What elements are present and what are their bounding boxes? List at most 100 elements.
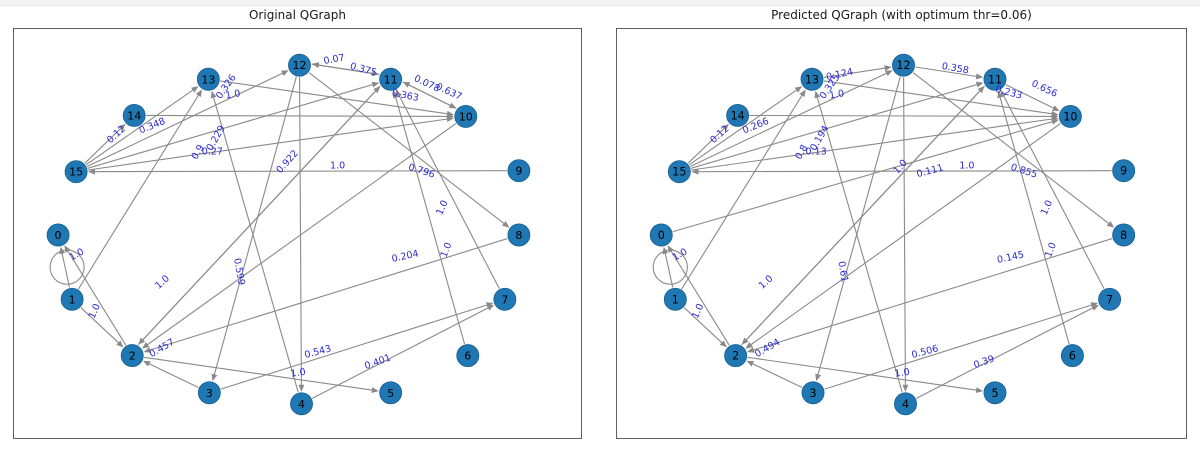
edge-7-11 [1000, 89, 1105, 289]
graph-node-label-3: 3 [206, 387, 213, 400]
graph-node-label-11: 11 [988, 73, 1002, 86]
self-loop-node-1 [652, 249, 688, 285]
edge-weight-label: 0.204 [391, 248, 420, 264]
edge-weight-label: 1.0 [757, 273, 776, 291]
edge-1-2 [683, 307, 727, 348]
edge-15-11 [690, 81, 984, 169]
graph-node-label-14: 14 [731, 109, 745, 122]
edge-weight-label: 1.0 [290, 367, 306, 380]
graph-node-6 [456, 344, 480, 368]
graph-node-label-12: 12 [896, 59, 910, 72]
graph-node-label-0: 0 [55, 229, 62, 242]
graph-node-15 [667, 160, 691, 184]
edge-3-2 [746, 360, 803, 389]
self-loop-node-1 [49, 249, 85, 285]
graph-node-label-13: 13 [201, 73, 215, 86]
edge-weight-label: 1.0 [1043, 241, 1059, 259]
graph-node-label-2: 2 [129, 350, 136, 363]
edge-15-13 [688, 86, 803, 166]
edge-weight-label: 1.0 [434, 199, 450, 217]
edge-15-13 [85, 86, 199, 166]
graph-node-label-7: 7 [501, 293, 508, 306]
graph-node-5 [379, 381, 403, 405]
edge-2-0 [64, 245, 127, 346]
edge-11-2 [741, 85, 985, 345]
edge-weight-label: 0.375 [349, 61, 378, 79]
graph-node-label-4: 4 [902, 398, 909, 411]
edge-weight-label: 0.457 [147, 337, 176, 360]
graph-node-11 [379, 67, 403, 91]
edge-weight-label: 0.363 [391, 88, 420, 104]
graph-node-6 [1060, 344, 1084, 368]
edge-3-7 [824, 302, 1099, 390]
graph-node-7 [1098, 287, 1122, 311]
edge-6-11 [997, 90, 1070, 345]
edge-10-2 [141, 122, 457, 349]
edge-10-11 [402, 81, 457, 109]
graph-node-15 [64, 160, 88, 184]
edge-weight-label: 1.0 [153, 273, 172, 291]
edge-2-5 [144, 356, 379, 394]
edge-4-7 [311, 304, 495, 399]
edge-weight-label: 0.12 [105, 123, 128, 145]
edge-2-0 [667, 245, 730, 346]
edge-2-5 [747, 356, 984, 394]
edge-15-12 [86, 70, 289, 168]
window-top-strip [0, 0, 1200, 6]
edge-weight-label: 1.0 [225, 88, 242, 101]
edge-9-15 [691, 168, 1112, 175]
edge-weight-label: 0.796 [407, 162, 436, 181]
edge-weight-label: 0.358 [941, 61, 970, 77]
edge-weight-label: 0.07 [323, 52, 346, 67]
edge-weight-label: 1.0 [894, 367, 911, 380]
graph-node-label-6: 6 [1069, 350, 1076, 363]
edge-4-13 [210, 90, 299, 393]
graph-node-7 [493, 287, 517, 311]
graph-node-label-3: 3 [810, 387, 817, 400]
predicted-qgraph-title: Predicted QGraph (with optimum thr=0.06) [771, 8, 1032, 22]
original-qgraph-title: Original QGraph [248, 8, 347, 22]
graph-node-label-5: 5 [387, 387, 394, 400]
graph-node-label-6: 6 [464, 350, 471, 363]
graph-node-0 [46, 223, 70, 247]
graph-node-label-13: 13 [805, 73, 819, 86]
edge-weight-label: 0.39 [972, 353, 996, 371]
edge-0-10 [672, 118, 1059, 233]
graph-node-label-15: 15 [69, 166, 83, 179]
graph-node-8 [1112, 223, 1136, 247]
edge-11-12 [311, 62, 380, 75]
edge-15-14 [84, 123, 126, 164]
edge-13-10 [220, 80, 454, 117]
edge-4-13 [814, 90, 903, 393]
edge-15-12 [689, 70, 893, 168]
graph-node-12 [288, 53, 311, 77]
edge-weight-label: 1.0 [330, 161, 345, 172]
edge-weight-label: 0.13 [805, 147, 826, 158]
edge-1-0 [59, 246, 71, 288]
edge-11-2 [138, 85, 381, 345]
graph-node-4 [894, 392, 917, 416]
graph-node-label-11: 11 [384, 73, 398, 86]
edge-1-0 [662, 246, 674, 288]
graph-node-9 [1112, 159, 1136, 183]
graph-node-label-14: 14 [127, 109, 141, 122]
graph-node-label-9: 9 [515, 165, 522, 178]
graph-node-13 [196, 67, 220, 91]
edge-12-11 [915, 66, 984, 80]
edge-weight-label: 0.401 [363, 352, 392, 372]
edge-9-15 [88, 168, 507, 175]
graph-node-1 [60, 287, 84, 311]
graph-node-label-1: 1 [672, 293, 679, 306]
graph-node-11 [983, 67, 1007, 91]
graph-node-label-2: 2 [732, 350, 739, 363]
graph-node-10 [454, 104, 478, 128]
edge-6-11 [392, 90, 466, 345]
edge-12-3 [211, 76, 297, 382]
edge-13-10 [823, 80, 1059, 117]
edge-weight-label: 0.61 [835, 260, 850, 283]
graph-node-3 [801, 381, 825, 405]
edge-10-2 [745, 122, 1061, 349]
graph-node-3 [197, 381, 221, 405]
graph-node-label-9: 9 [1120, 165, 1127, 178]
